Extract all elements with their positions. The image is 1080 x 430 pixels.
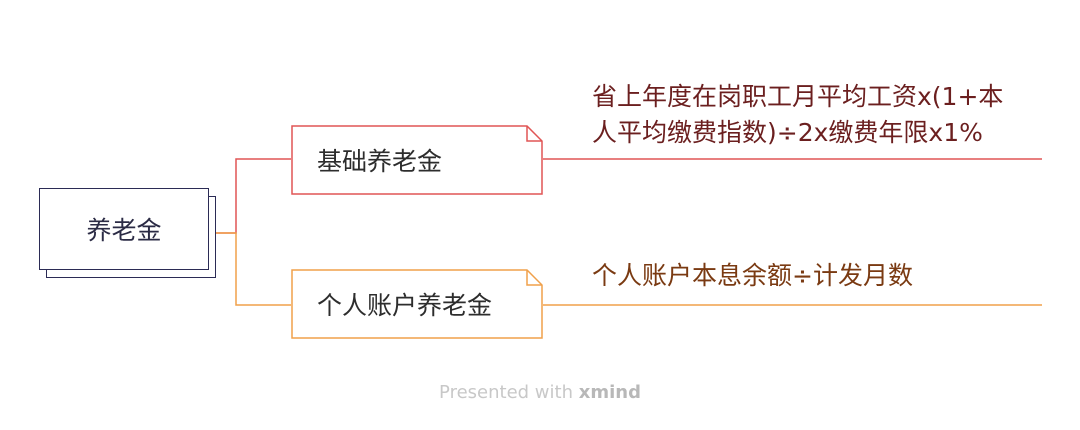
- formula-personal-line-1: 个人账户本息余额÷计发月数: [592, 261, 913, 290]
- formula-basic-line-1: 省上年度在岗职工月平均工资x(1+本: [592, 82, 1004, 111]
- formula-personal: 个人账户本息余额÷计发月数: [592, 258, 913, 294]
- root-label: 养老金: [86, 216, 162, 245]
- folded-sheet-shape: [291, 125, 543, 195]
- branch-label-basic: 基础养老金: [317, 147, 443, 176]
- connector-basic: [216, 158, 291, 234]
- footer-prefix: Presented with: [439, 382, 573, 403]
- formula-basic-line-2: 人平均缴费指数)÷2x缴费年限x1%: [592, 118, 983, 147]
- folded-sheet-shape: [291, 269, 543, 339]
- connector-personal: [216, 232, 291, 306]
- root-node[interactable]: 养老金: [39, 188, 209, 270]
- branch-label-personal: 个人账户养老金: [317, 291, 493, 320]
- formula-basic: 省上年度在岗职工月平均工资x(1+本 人平均缴费指数)÷2x缴费年限x1%: [592, 79, 1003, 151]
- branch-node-basic[interactable]: 基础养老金: [291, 125, 543, 195]
- footer-brand: xmind: [578, 382, 641, 403]
- footer-attribution: Presented with xmind: [0, 382, 1080, 403]
- branch-node-personal[interactable]: 个人账户养老金: [291, 269, 543, 339]
